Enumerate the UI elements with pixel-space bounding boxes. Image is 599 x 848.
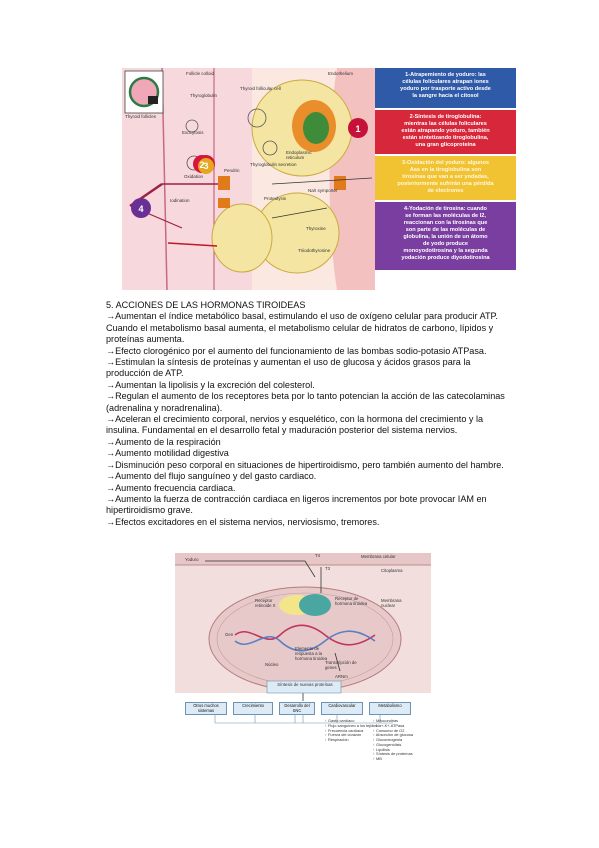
label-endothelium: Endothelium <box>328 71 354 76</box>
label-elemento-respuesta: Elemento de respuesta a la hormona tiroi… <box>295 646 328 661</box>
label-citoplasma: Citoplasma <box>381 568 403 573</box>
text-line: →Aumento frecuencia cardiaca. <box>106 482 236 493</box>
text-line: proteínas aumenta. <box>106 334 185 345</box>
label-thyroid-follicles: Thyroid follicles <box>125 114 157 119</box>
text-line: →Efecto clorogénico por el aumento del f… <box>106 345 487 356</box>
text-line: →Efectos excitadores en el sistema nervi… <box>106 516 380 527</box>
thyroid-actions-section: 5. ACCIONES DE LAS HORMONAS TIROIDEAS →A… <box>106 300 526 528</box>
label-follicle-colloid: Follicle colloid <box>186 71 215 76</box>
metab-effects-list: ↑ Mitocondrias↑ Na+-K+-ATPasa ↑ Consumo … <box>373 718 414 762</box>
label-sintesis: Síntesis de nuevas proteínas <box>277 682 333 687</box>
step-number-2: 2 <box>199 160 204 170</box>
category-crecimiento: Crecimiento <box>233 702 273 715</box>
text-line: Cuando el metabolismo basal aumenta, el … <box>106 322 494 333</box>
category-otros-sistemas: Otros muchos sistemas <box>185 702 227 715</box>
label-t3: T3 <box>325 566 331 571</box>
label-exocytosis: Exocytosis <box>182 130 204 135</box>
label-endoplasmic-reticulum: Endoplasmic reticulum <box>286 150 312 160</box>
label-thyroglobulin-secretion: Thyroglobulin secretion <box>250 162 297 167</box>
step-number-1: 1 <box>355 124 360 134</box>
category-metabolismo: Metabolismo <box>369 702 411 715</box>
label-membrana-nuclear: Membrana nuclear <box>381 598 402 608</box>
text-line: →Aumentan el índice metabólico basal, es… <box>106 311 498 322</box>
label-pendrin: Pendrin <box>224 168 240 173</box>
label-yoduro: Yoduro <box>185 557 199 562</box>
text-line: →Aumento de la respiración <box>106 436 221 447</box>
label-iodination: Iodination <box>170 198 190 203</box>
text-line: (adrenalina y noradrenalina). <box>106 402 223 413</box>
text-line: →Aceleran el crecimiento corporal, nervi… <box>106 414 484 425</box>
text-line: hipertiroidismo grave. <box>106 505 193 516</box>
thyroid-hormone-action-figure: Membrana celular Yoduro T4 T3 Citoplasma… <box>175 553 431 805</box>
label-nucleo: Núcleo <box>265 662 279 667</box>
label-receptor-retinoide: Receptor retinoide X <box>255 598 276 608</box>
category-desarrollo-snc: Desarrollo del SNC <box>279 702 315 715</box>
thyroid-hormone-synthesis-figure: 1 2 3 4 Follicle colloid Thyroid follicu… <box>122 68 516 290</box>
label-na-i-symporter: Na/I symporter <box>308 188 338 193</box>
text-line: →Aumentan la lipolisis y la excreción de… <box>106 379 315 390</box>
text-line: →Aumento del flujo sanguíneo y del gasto… <box>106 471 317 482</box>
category-cardiovascular: Cardiovascular <box>321 702 363 715</box>
text-line: →Regulan el aumento de los receptores be… <box>106 391 505 402</box>
step-box-2: 2-Síntesis de tiroglobulina:mientras las… <box>375 110 516 154</box>
label-transcripcion: Transcripción de genes <box>325 660 357 670</box>
label-receptor-hormona: Receptor de hormona tiroidea <box>335 596 368 606</box>
cell-illustration <box>175 553 431 724</box>
text-line: →Aumento la fuerza de contracción cardia… <box>106 493 487 504</box>
step-number-4: 4 <box>138 204 143 214</box>
label-thyroglobulin: Thyroglobulin <box>190 93 218 98</box>
text-line: insulina. Fundamental en el desarrollo f… <box>106 425 458 436</box>
text-line: →Aumento motilidad digestiva <box>106 448 229 459</box>
label-membrana-celular: Membrana celular <box>361 554 396 559</box>
label-triiodothyronine: Triiodothyronine <box>298 248 331 253</box>
step-number-3: 3 <box>203 161 208 171</box>
label-arnm: ARNm <box>335 674 348 679</box>
label-proteolysis: Proteolysis <box>264 196 287 201</box>
text-line: →Estimulan la síntesis de proteínas y au… <box>106 357 471 368</box>
follicle-illustration: 1 2 3 4 <box>122 68 375 290</box>
label-oxidation: Oxidation <box>184 174 204 179</box>
label-thyroid-follicular-cell: Thyroid follicular cell <box>240 86 281 91</box>
text-line: producción de ATP. <box>106 368 184 379</box>
label-t4: T4 <box>315 553 321 558</box>
section-heading: 5. ACCIONES DE LAS HORMONAS TIROIDEAS <box>106 300 306 310</box>
cardio-effects-list: ↑ Gasto cardíaco↑ Flujo sanguíneo a los … <box>325 718 378 743</box>
text-line: →Disminución peso corporal en situacione… <box>106 459 504 470</box>
label-thyroxine: Thyroxine <box>306 226 326 231</box>
label-gen: Gen <box>225 632 234 637</box>
